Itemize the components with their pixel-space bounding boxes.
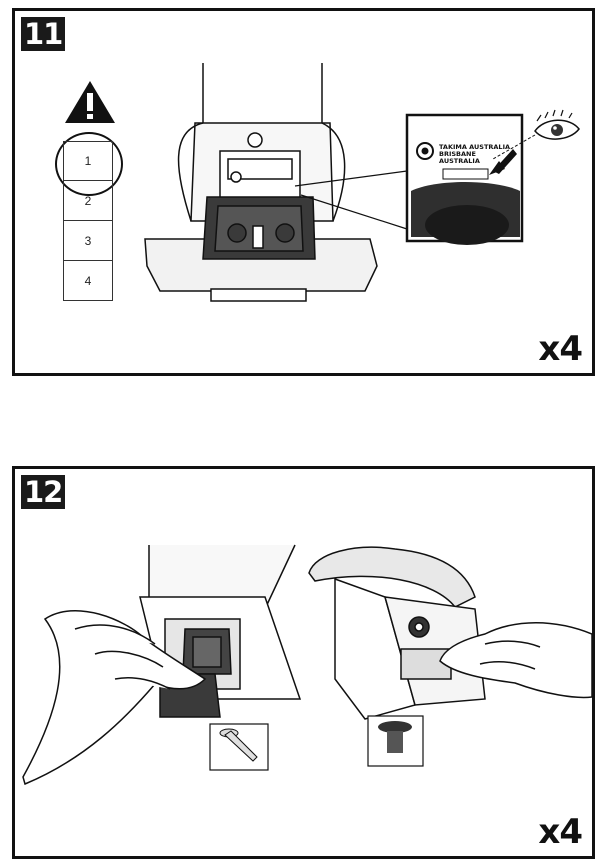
step-11-panel: 11 bbox=[12, 8, 595, 376]
leader-line-lower bbox=[300, 194, 408, 230]
quantity-label: x4 bbox=[538, 329, 583, 369]
step-11-illustration: TAKIMA AUSTRALIA BRISBANE AUSTRALIA bbox=[65, 63, 580, 302]
rack-foot-drawing bbox=[144, 63, 378, 302]
closeup-label-line-2: BRISBANE bbox=[439, 150, 476, 158]
quantity-label: x4 bbox=[538, 812, 583, 852]
left-foot-drawing bbox=[139, 544, 302, 718]
sequence-item: 2 bbox=[63, 181, 113, 221]
highlight-circle bbox=[55, 132, 123, 196]
right-foot-drawing bbox=[308, 546, 486, 720]
eye-icon bbox=[534, 109, 580, 140]
closeup-inset: TAKIMA AUSTRALIA BRISBANE AUSTRALIA bbox=[405, 113, 524, 245]
sequence-item: 1 bbox=[63, 141, 113, 181]
sequence-item: 3 bbox=[63, 221, 113, 261]
closeup-label-line-1: TAKIMA AUSTRALIA bbox=[439, 143, 510, 151]
step-12-illustration bbox=[22, 544, 592, 786]
bolt-inset bbox=[209, 723, 269, 771]
sight-line bbox=[492, 134, 536, 160]
knob-inset bbox=[367, 715, 424, 767]
sequence-ladder: 1 2 3 4 bbox=[63, 141, 113, 301]
left-hand-drawing bbox=[22, 610, 207, 786]
step-12-panel: 12 bbox=[12, 466, 595, 859]
right-hand-drawing bbox=[439, 622, 592, 699]
sequence-item: 4 bbox=[63, 261, 113, 301]
leader-line bbox=[294, 170, 408, 187]
warning-icon bbox=[65, 81, 115, 123]
closeup-label-line-3: AUSTRALIA bbox=[439, 157, 480, 165]
step-number-badge: 11 bbox=[21, 17, 66, 51]
step-number-badge: 12 bbox=[21, 475, 66, 509]
